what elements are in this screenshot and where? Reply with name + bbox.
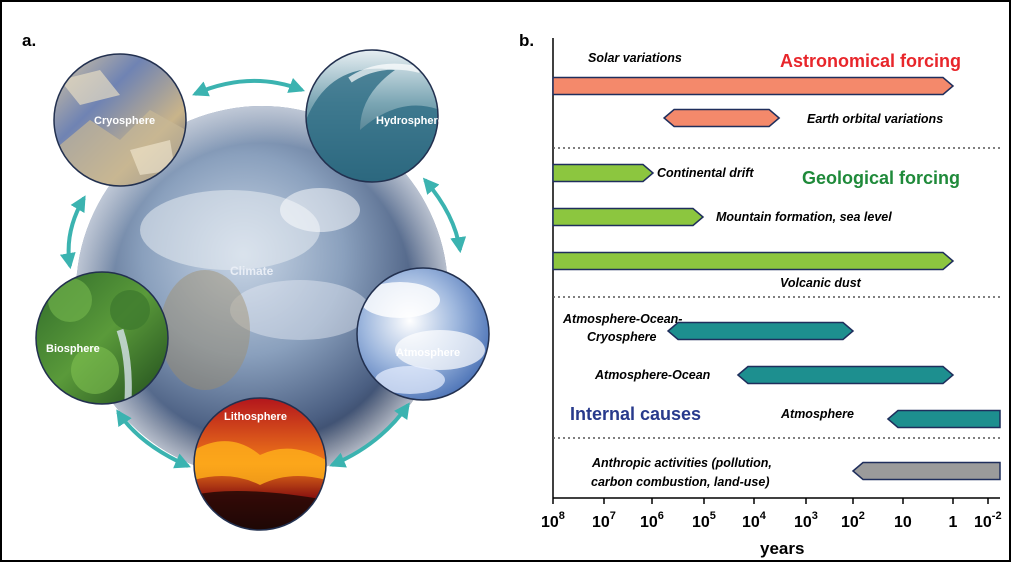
cycle-arrows bbox=[59, 77, 467, 469]
arrow-atmo-litho bbox=[329, 402, 410, 468]
bar-anthropic-activities-pollution-carbon-combustion-land-use bbox=[851, 461, 1001, 481]
climate-label: Climate bbox=[230, 264, 274, 278]
biosphere-circle: Biosphere bbox=[35, 271, 169, 405]
tick-label-4: 104 bbox=[742, 510, 767, 531]
bar-atmosphere-ocean-cryosphere bbox=[666, 321, 855, 341]
bar-earth-orbital-variations bbox=[662, 108, 781, 128]
label-volcanic-dust: Volcanic dust bbox=[780, 276, 862, 290]
label-anthropic: Anthropic activities (pollution, carbon … bbox=[591, 456, 775, 489]
atmosphere-circle: Atmosphere bbox=[356, 267, 490, 401]
timeline-bars bbox=[552, 76, 1001, 481]
hydrosphere-label: Hydrosphere bbox=[376, 115, 444, 127]
bar-atmosphere bbox=[886, 409, 1001, 429]
label-atmo-ocean: Atmosphere-Ocean bbox=[594, 368, 711, 382]
panel-b: b. Astronomical forcing Geological forci… bbox=[519, 31, 1002, 558]
bar-volcanic-dust bbox=[552, 251, 955, 271]
bar-solar-variations bbox=[552, 76, 955, 96]
heading-astronomical: Astronomical forcing bbox=[780, 51, 961, 71]
atmosphere-label: Atmosphere bbox=[396, 347, 460, 359]
heading-geological: Geological forcing bbox=[802, 168, 960, 188]
tick-label-2: 106 bbox=[640, 510, 664, 531]
tick-label-6: 102 bbox=[841, 510, 865, 531]
bar-mountain-formation-sea-level bbox=[552, 207, 705, 227]
panel-b-label: b. bbox=[519, 31, 534, 50]
tick-label-3: 105 bbox=[692, 510, 716, 531]
label-atmo-ocean-cryo-line-2: Cryosphere bbox=[587, 330, 657, 344]
label-continental-drift: Continental drift bbox=[657, 166, 754, 180]
cryosphere-circle: Cryosphere bbox=[53, 53, 187, 187]
tick-label-9: 10-2 bbox=[974, 510, 1002, 531]
label-atmosphere: Atmosphere bbox=[780, 407, 854, 421]
label-solar-variations: Solar variations bbox=[588, 51, 682, 65]
bar-atmosphere-ocean bbox=[736, 365, 955, 385]
label-mountain-formation: Mountain formation, sea level bbox=[716, 210, 892, 224]
lithosphere-circle: Lithosphere bbox=[193, 397, 327, 531]
tick-label-8: 1 bbox=[949, 514, 958, 531]
heading-internal: Internal causes bbox=[570, 404, 701, 424]
label-anthropic-line-1: Anthropic activities (pollution, bbox=[591, 456, 772, 470]
arrow-cryo-hydro bbox=[192, 77, 305, 97]
earth-globe: Climate bbox=[76, 106, 448, 478]
arrow-hydro-atmo bbox=[422, 177, 467, 254]
hydrosphere-circle: Hydrosphere bbox=[305, 49, 444, 183]
tick-label-5: 103 bbox=[794, 510, 818, 531]
lithosphere-label: Lithosphere bbox=[224, 411, 287, 423]
arrow-cryo-bio bbox=[59, 195, 86, 270]
label-atmo-ocean-cryo-line-1: Atmosphere-Ocean- bbox=[562, 312, 682, 326]
bar-continental-drift bbox=[552, 163, 655, 183]
label-earth-orbital: Earth orbital variations bbox=[807, 112, 943, 126]
panel-a-label: a. bbox=[22, 31, 36, 50]
panel-a: a. Climate Cr bbox=[22, 31, 490, 531]
arrow-bio-litho bbox=[116, 409, 191, 469]
biosphere-label: Biosphere bbox=[46, 343, 100, 355]
cryosphere-label: Cryosphere bbox=[94, 115, 155, 127]
tick-label-0: 108 bbox=[541, 510, 565, 531]
label-anthropic-line-2: carbon combustion, land-use) bbox=[591, 475, 770, 489]
label-atmo-ocean-cryo: Atmosphere-Ocean- Cryosphere bbox=[562, 312, 686, 344]
x-axis-title: years bbox=[760, 539, 804, 558]
tick-label-1: 107 bbox=[592, 510, 616, 531]
tick-label-7: 10 bbox=[894, 514, 912, 531]
